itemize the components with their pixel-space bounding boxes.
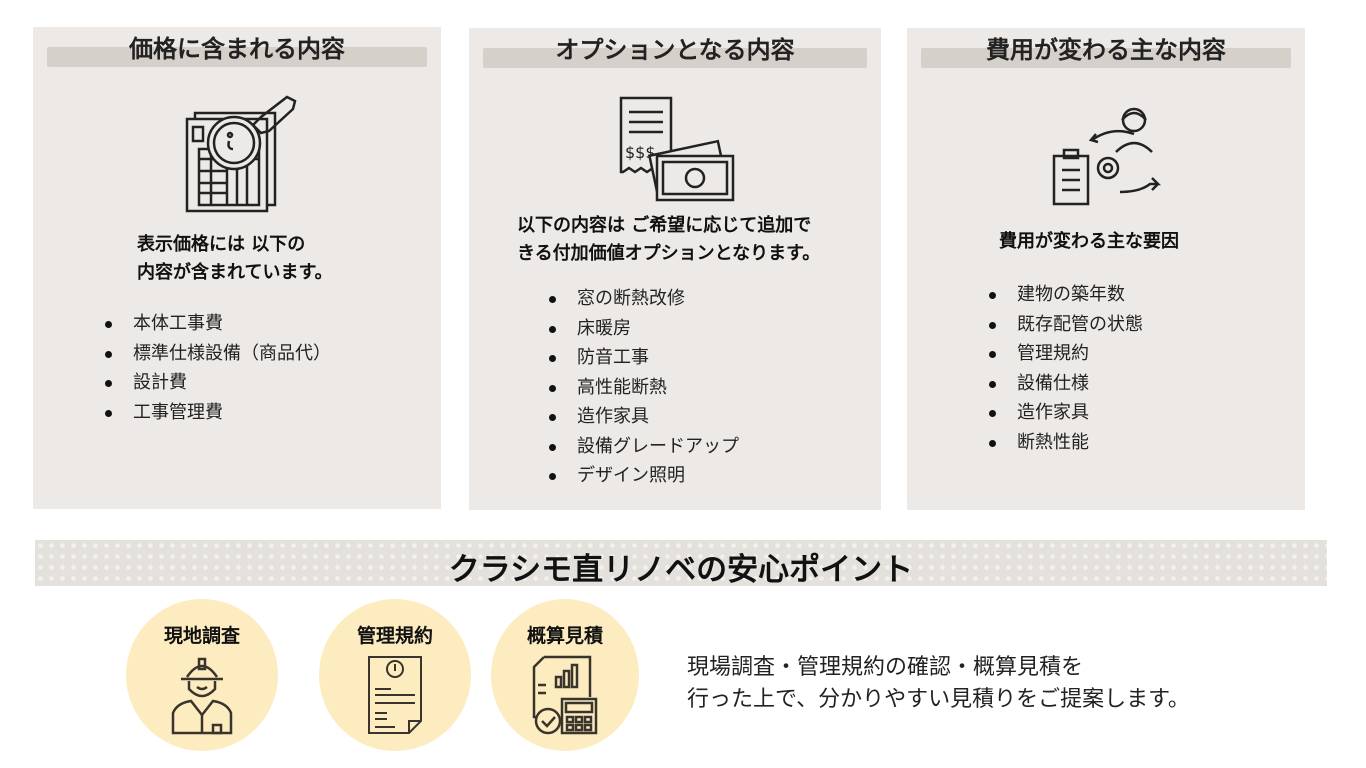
point-management-rules: 管理規約	[319, 599, 471, 751]
svg-text:$$$: $$$	[625, 143, 656, 162]
card-title: オプションとなる内容	[555, 35, 795, 64]
options-card: オプションとなる内容 $$$ 以下の内容は ご希望に応じて追加できる付加価値オプ…	[469, 28, 881, 510]
process-worker-icon	[1052, 107, 1162, 206]
cost-factors-card: 費用が変わる主な内容 費用が変わる主な要因 建物の築年数 既存配管の状態 管理規…	[907, 28, 1305, 510]
lead-text: 費用が変わる主な要因	[999, 231, 1179, 252]
options-list: 窓の断熱改修 床暖房 防音工事 高性能断熱 造作家具 設備グレードアップ デザイ…	[549, 284, 739, 491]
included-list: 本体工事費 標準仕様設備（商品代） 設計費 工事管理費	[105, 309, 331, 427]
list-item: 高性能断熱	[549, 373, 739, 403]
list-item: 標準仕様設備（商品代）	[105, 339, 331, 369]
point-estimate: 概算見積	[491, 599, 639, 751]
worker-icon	[171, 657, 233, 735]
section-ribbon: クラシモ直リノベの安心ポイント	[35, 540, 1327, 588]
title-band	[921, 48, 1291, 68]
calculator-chart-icon	[532, 655, 598, 735]
point-label: 現地調査	[163, 625, 240, 647]
title-band	[47, 47, 427, 67]
list-item: 建物の築年数	[989, 280, 1143, 310]
receipt-money-icon: $$$	[619, 96, 735, 202]
list-item: 工事管理費	[105, 398, 331, 428]
list-item: 管理規約	[989, 339, 1143, 369]
document-alert-icon	[368, 656, 422, 734]
list-item: 設備グレードアップ	[549, 432, 739, 462]
list-item: 造作家具	[989, 398, 1143, 428]
card-title: 費用が変わる主な内容	[986, 35, 1226, 64]
list-item: デザイン照明	[549, 461, 739, 491]
lead-text: 以下の内容は ご希望に応じて追加できる付加価値オプションとなります。	[517, 215, 821, 264]
factors-list: 建物の築年数 既存配管の状態 管理規約 設備仕様 造作家具 断熱性能	[989, 280, 1143, 457]
list-item: 防音工事	[549, 343, 739, 373]
list-item: 窓の断熱改修	[549, 284, 739, 314]
price-included-card: 価格に含まれる内容 表示価格には 以下の内容が含まれています。 本体工事費 標準…	[33, 27, 441, 509]
magnifier-document-icon	[185, 95, 297, 213]
list-item: 本体工事費	[105, 309, 331, 339]
lead-text: 表示価格には 以下の内容が含まれています。	[137, 234, 333, 283]
list-item: 設計費	[105, 368, 331, 398]
list-item: 設備仕様	[989, 369, 1143, 399]
list-item: 既存配管の状態	[989, 310, 1143, 340]
card-title: 価格に含まれる内容	[129, 34, 345, 63]
point-label: 管理規約	[356, 625, 433, 647]
point-site-survey: 現地調査	[126, 599, 278, 751]
title-band	[483, 48, 867, 68]
list-item: 床暖房	[549, 314, 739, 344]
list-item: 断熱性能	[989, 428, 1143, 458]
list-item: 造作家具	[549, 402, 739, 432]
point-label: 概算見積	[526, 625, 603, 647]
section-title: クラシモ直リノベの安心ポイント	[448, 552, 914, 588]
section-description: 現場調査・管理規約の確認・概算見積を 行った上で、分かりやすい見積りをご提案しま…	[687, 655, 1190, 712]
